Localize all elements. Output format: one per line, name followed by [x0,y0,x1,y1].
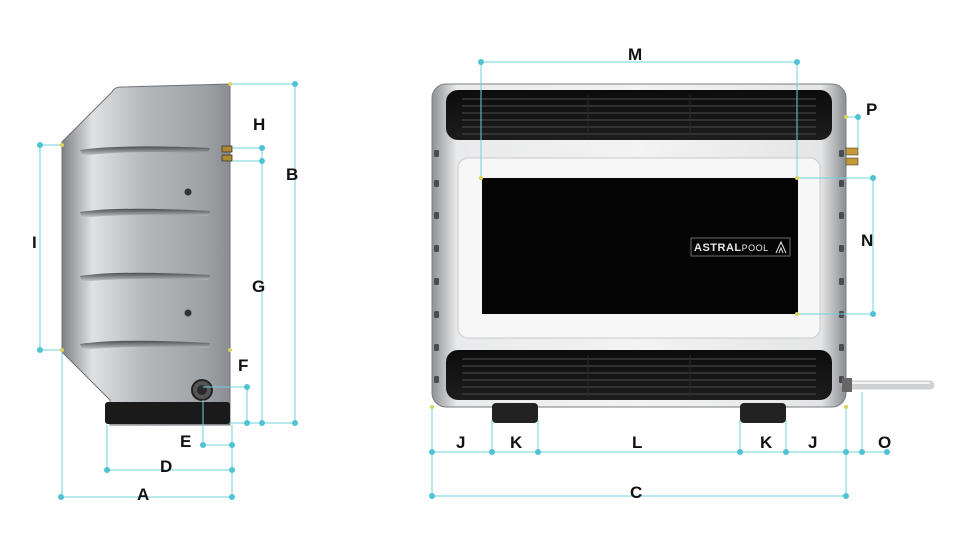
side-clip [839,344,844,351]
front-foot-right [740,403,786,423]
dimension-dots [37,59,890,500]
side-clip [434,376,439,383]
right-side-clips [839,150,844,383]
logo-text-light: POOL [742,243,769,253]
side-groove [80,146,210,156]
label-l: L [632,433,642,452]
label-f: F [238,356,248,375]
hose-connector [842,378,852,392]
side-body [61,83,231,426]
water-fitting-bottom [845,157,859,166]
side-clip [839,212,844,219]
logo-text-bold: ASTRAL [694,242,742,254]
side-clip [434,180,439,187]
label-e: E [180,432,191,451]
label-c: C [630,483,642,502]
label-i: I [32,233,37,252]
front-foot-left [492,403,538,423]
side-clip [434,150,439,157]
side-view [61,83,233,426]
label-m: M [628,45,642,64]
top-vent [446,90,832,140]
side-clip [434,212,439,219]
side-clip [839,245,844,252]
label-n: N [861,231,873,250]
label-j-right: J [808,433,817,452]
side-clip [839,278,844,285]
bottom-vent-louvers [462,355,816,397]
front-black-panel [482,178,798,314]
side-groove [80,272,210,282]
label-o: O [878,433,891,452]
label-d: D [160,457,172,476]
side-connector-bottom [221,154,233,162]
label-p: P [866,100,877,119]
side-screw [184,309,192,317]
water-fitting-top [845,147,859,156]
side-clip [434,278,439,285]
side-clip [434,245,439,252]
side-screw [184,188,192,196]
label-k-right: K [760,433,773,452]
side-clip [434,311,439,318]
side-clip [839,150,844,157]
label-h: H [253,115,265,134]
label-j-left: J [456,433,465,452]
label-a: A [137,485,149,504]
label-k-left: K [510,433,523,452]
side-groove [80,208,210,218]
top-vent-louvers [462,95,816,137]
label-g: G [252,277,265,296]
side-connector-top [221,145,233,153]
dimension-lines [39,61,887,498]
logo-triangle-icon [775,240,787,254]
svg-text:ASTRALPOOL: ASTRALPOOL [694,242,769,254]
front-view: ASTRALPOOL [431,83,935,423]
astralpool-logo: ASTRALPOOL [690,237,791,257]
side-groove [80,340,210,350]
side-clip [434,344,439,351]
dimension-label-group: A B D E F G H I M P N J K L K J O C [32,45,891,504]
side-base [105,402,230,424]
left-side-clips [434,150,439,383]
bottom-vent [446,350,832,400]
label-b: B [286,165,298,184]
side-clip [839,180,844,187]
